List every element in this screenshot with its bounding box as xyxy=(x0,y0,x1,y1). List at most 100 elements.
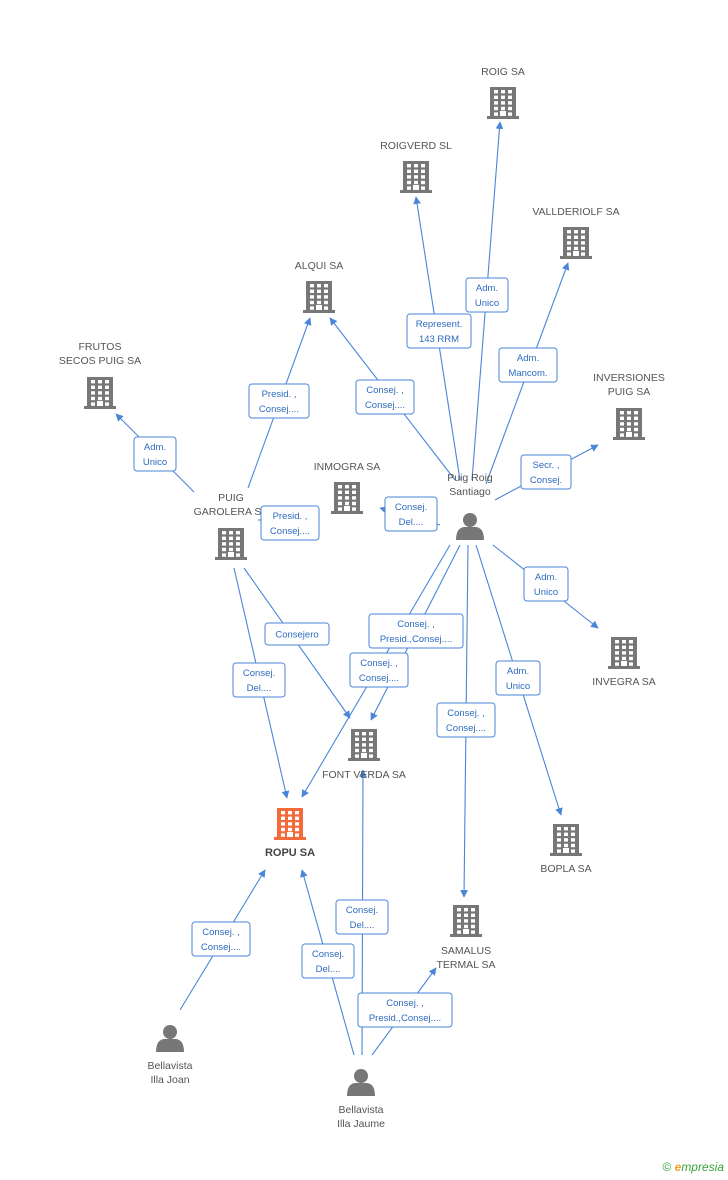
edge-label-e12[interactable]: Presid. ,Consej.... xyxy=(248,383,310,419)
node-label: Bellavista xyxy=(339,1104,384,1116)
edge-label-e4[interactable]: Consej. ,Consej.... xyxy=(355,379,415,415)
building-icon xyxy=(303,281,335,313)
edge-label-text: 143 RRM xyxy=(419,334,459,345)
node-frutos[interactable]: FRUTOS SECOS PUIG SA xyxy=(59,341,141,409)
edge-label-e6[interactable]: Consej.Del.... xyxy=(384,496,438,532)
node-inmogra[interactable]: INMOGRA SA xyxy=(314,461,381,514)
edge-label-text: Consej. xyxy=(312,949,344,960)
edge-label-text: Adm. xyxy=(144,442,166,453)
node-vallderiolf[interactable]: VALLDERIOLF SA xyxy=(532,206,620,259)
node-label: FRUTOS xyxy=(79,341,122,353)
edge-label-text: Presid.,Consej.... xyxy=(380,634,452,645)
edge-label-e16[interactable]: Consej.Del.... xyxy=(232,662,286,698)
node-invegra[interactable]: INVEGRA SA xyxy=(592,637,656,688)
edge-label-text: Adm. xyxy=(535,572,557,583)
edge-label-e7[interactable]: Adm. Unico xyxy=(523,566,569,602)
node-label: TERMAL SA xyxy=(436,959,495,971)
node-label: BOPLA SA xyxy=(540,863,591,875)
node-label: ROIGVERD SL xyxy=(380,140,452,152)
node-label: SECOS PUIG SA xyxy=(59,355,141,367)
edge-label-box xyxy=(357,992,453,1028)
edge-label-box xyxy=(465,277,509,313)
edge-label-text: Consej.... xyxy=(270,526,310,537)
building-icon xyxy=(84,377,116,409)
edge-label-e11[interactable]: Consej. ,Consej.... xyxy=(436,702,496,738)
edge-label-box xyxy=(384,496,438,532)
building-icon xyxy=(608,637,640,669)
edge-label-text: Unico xyxy=(475,298,499,309)
edge-label-e14[interactable]: Presid. , Consej.... xyxy=(260,505,320,541)
node-label: INMOGRA SA xyxy=(314,461,381,473)
node-label: ALQUI SA xyxy=(295,260,343,272)
edge-label-text: Consej. , xyxy=(366,385,404,396)
edge-label-text: Consej.... xyxy=(201,942,241,953)
node-fontverda[interactable]: FONT VERDA SA xyxy=(322,729,406,781)
edge-label-text: Secr. , xyxy=(533,460,560,471)
person-icon xyxy=(456,513,484,540)
edge-label-text: Consej. , xyxy=(202,927,240,938)
edge-label-e9[interactable]: Consej. ,Presid.,Consej.... xyxy=(368,613,464,649)
node-label: PUIG SA xyxy=(608,386,651,398)
edge-label-e8[interactable]: Adm.Unico xyxy=(495,660,541,696)
edge-label-text: Consej. xyxy=(243,668,275,679)
edge-label-text: Mancom. xyxy=(508,368,547,379)
node-label: Santiago xyxy=(449,486,491,498)
building-icon xyxy=(331,482,363,514)
building-icon xyxy=(400,161,432,193)
node-roig[interactable]: ROIG SA xyxy=(481,66,525,119)
credit-watermark: © empresia xyxy=(662,1160,724,1174)
edge-label-e5[interactable]: Secr. , Consej. xyxy=(520,454,572,490)
edge-label-e19[interactable]: Consej.Del.... xyxy=(301,943,355,979)
edge-label-text: Del.... xyxy=(350,920,375,931)
edge-label-text: Consej. xyxy=(530,475,562,486)
edge-label-e20[interactable]: Consej. , Presid.,Consej.... xyxy=(357,992,453,1028)
edge-label-text: Consej.... xyxy=(259,404,299,415)
edge-label-box xyxy=(264,622,330,646)
edge-label-e1[interactable]: Adm.Unico xyxy=(465,277,509,313)
node-label: PUIG xyxy=(218,492,244,504)
edge-label-text: Consej. , xyxy=(360,658,398,669)
node-label: ROIG SA xyxy=(481,66,525,78)
edge-label-e10[interactable]: Consej. , Consej.... xyxy=(349,652,409,688)
edge-label-box xyxy=(498,347,558,383)
edge-label-text: Consej. , xyxy=(386,998,424,1009)
building-icon xyxy=(550,824,582,856)
edge-label-text: Unico xyxy=(143,457,167,468)
node-roigverd[interactable]: ROIGVERD SL xyxy=(380,140,452,193)
node-alqui[interactable]: ALQUI SA xyxy=(295,260,343,313)
node-label: Illa Jaume xyxy=(337,1118,385,1130)
edge-label-text: Consej. xyxy=(346,905,378,916)
edge-label-e3[interactable]: Adm.Mancom. xyxy=(498,347,558,383)
node-bopla[interactable]: BOPLA SA xyxy=(540,824,592,875)
edge-label-e18[interactable]: Consej. Del.... xyxy=(335,899,389,935)
edge-label-text: Unico xyxy=(506,681,530,692)
brand-name: mpresia xyxy=(681,1160,724,1174)
edge-label-e15[interactable]: Consejero xyxy=(264,622,330,646)
edge-label-text: Consejero xyxy=(275,630,318,641)
edge-label-e2[interactable]: Represent.143 RRM xyxy=(406,313,472,349)
node-ropu[interactable]: ROPU SA xyxy=(265,808,315,859)
edge-label-box xyxy=(495,660,541,696)
edge-label-text: Consej. , xyxy=(447,708,485,719)
edge-label-e17[interactable]: Consej. , Consej.... xyxy=(191,921,251,957)
edge-label-box xyxy=(406,313,472,349)
edge-label-text: Presid.,Consej.... xyxy=(369,1013,441,1024)
edge-label-e13[interactable]: Adm. Unico xyxy=(133,436,177,472)
nodes-layer: ROIG SA ROIGVERD SL VALLDERIOLF SA ALQUI SA… xyxy=(59,66,665,1130)
edge-label-box xyxy=(133,436,177,472)
building-icon xyxy=(274,808,306,840)
copyright-icon: © xyxy=(662,1160,672,1174)
edge-label-box xyxy=(436,702,496,738)
node-label: ROPU SA xyxy=(265,847,315,859)
edge-label-text: Consej.... xyxy=(359,673,399,684)
edge-label-text: Presid. , xyxy=(273,511,308,522)
edge-label-text: Unico xyxy=(534,587,558,598)
